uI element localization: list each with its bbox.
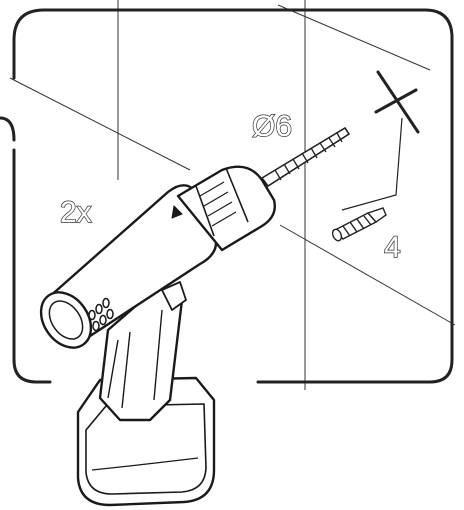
cross-mark-icon — [374, 70, 420, 134]
anchor-count-label: 4 — [384, 231, 401, 264]
wall-plug-icon — [331, 207, 387, 242]
wall-guide-lines — [9, 0, 456, 390]
frame-border — [0, 8, 454, 384]
drill-bit — [260, 126, 351, 188]
hole-count-label: 2x — [60, 196, 92, 229]
drill-bit-diameter-label: Ø6 — [252, 110, 292, 143]
leader-line — [341, 117, 403, 211]
cordless-drill-icon — [39, 165, 276, 507]
